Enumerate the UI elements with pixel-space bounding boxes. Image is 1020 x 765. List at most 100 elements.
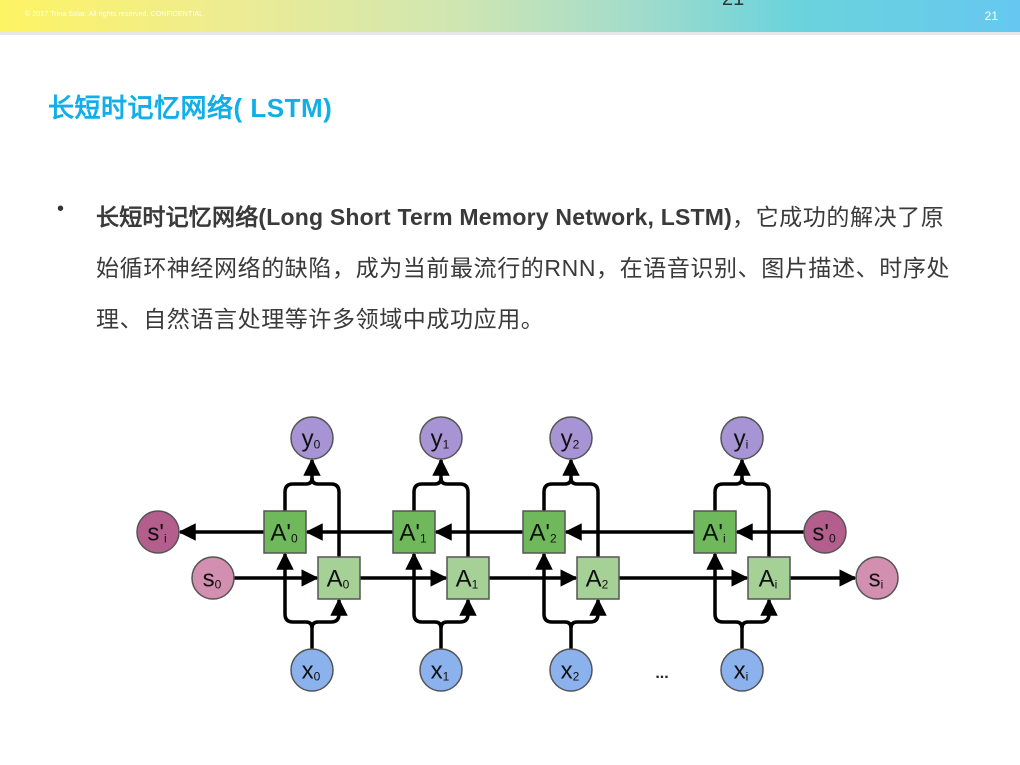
input-node-1-label: x1 xyxy=(431,657,450,684)
backward-cell-i-label-main: A' xyxy=(702,519,723,546)
slide-title: 长短时记忆网络( LSTM) xyxy=(48,93,333,123)
forward-cell-i-label-sub: i xyxy=(775,577,778,591)
output-node-i-label-main: y xyxy=(734,425,746,452)
backward-cell-2-label-sub: 2 xyxy=(550,531,557,545)
backward-cell-0-label-main: A' xyxy=(270,519,291,546)
input-node-i-label-sub: i xyxy=(746,669,749,683)
output-node-2-circle xyxy=(549,416,593,460)
input-node-i-label-main: x xyxy=(734,657,746,684)
header-bar xyxy=(0,0,1020,32)
input-node-i-label: xi xyxy=(734,657,749,684)
forward-cell-2: A2 xyxy=(576,556,620,600)
page-number-ghost: 21 xyxy=(722,0,744,11)
forward-cell-2-label-sub: 2 xyxy=(602,577,609,591)
input-node-2-label-main: x xyxy=(561,657,573,684)
forward-cell-2-label: A2 xyxy=(586,565,609,592)
forward-cell-i-label: Ai xyxy=(759,565,778,592)
backward-state-in-label: s'0 xyxy=(812,519,836,546)
backward-state-in-label-main: s' xyxy=(812,519,829,546)
input-node-2: x2 xyxy=(549,648,593,692)
header-divider xyxy=(0,32,1020,35)
backward-state-out-circle xyxy=(136,510,180,554)
output-node-0-label-sub: 0 xyxy=(314,437,321,451)
backward-state-out-label: s'i xyxy=(147,519,166,546)
input-node-i: xi xyxy=(720,648,764,692)
backward-state-out-label-sub: i xyxy=(164,531,167,545)
backward-cell-1-label-sub: 1 xyxy=(420,531,427,545)
bullet-bold-text: 长短时记忆网络(Long Short Term Memory Network, … xyxy=(96,204,732,230)
forward-cell-2-label-main: A xyxy=(586,565,602,592)
input-node-0-circle xyxy=(290,648,334,692)
input-arrow xyxy=(405,552,443,629)
backward-cell-0-label: A'0 xyxy=(270,519,298,546)
forward-cell-1-label: A1 xyxy=(456,565,479,592)
input-arrow xyxy=(535,552,573,629)
input-node-i-circle xyxy=(720,648,764,692)
backward-cell-1-rect xyxy=(392,510,436,554)
output-connector xyxy=(412,477,443,511)
backward-cell-1-label: A'1 xyxy=(399,519,427,546)
forward-cell-0-label-sub: 0 xyxy=(343,577,350,591)
forward-state-in: s0 xyxy=(191,556,235,600)
output-connector xyxy=(310,477,341,557)
bullet-dot: • xyxy=(57,198,65,220)
bullet-body-text: ，它成功的解决了原始循环神经网络的缺陷，成为当前最流行的RNN，在语音识别、图片… xyxy=(96,204,951,332)
forward-state-out-label-main: s xyxy=(869,565,881,592)
forward-state-in-label-main: s xyxy=(203,565,215,592)
forward-cell-1-label-sub: 1 xyxy=(472,577,479,591)
backward-cell-i: A'i xyxy=(693,510,737,554)
backward-state-out-label-main: s' xyxy=(147,519,164,546)
forward-state-in-label-sub: 0 xyxy=(215,577,222,591)
backward-cell-0: A'0 xyxy=(263,510,307,554)
input-node-0-label-main: x xyxy=(302,657,314,684)
backward-state-in-circle xyxy=(803,510,847,554)
output-connector xyxy=(713,477,744,511)
output-node-0-label-main: y xyxy=(302,425,314,452)
input-node-0: x0 xyxy=(290,648,334,692)
backward-cell-0-label-sub: 0 xyxy=(291,531,298,545)
forward-state-out-circle xyxy=(855,556,899,600)
forward-cell-0-rect xyxy=(317,556,361,600)
backward-cell-2: A'2 xyxy=(522,510,566,554)
input-node-1-label-main: x xyxy=(431,657,443,684)
output-node-i-circle xyxy=(720,416,764,460)
output-connector xyxy=(283,477,314,511)
forward-state-in-label: s0 xyxy=(203,565,222,592)
forward-state-out-label-sub: i xyxy=(881,577,884,591)
output-connector xyxy=(740,477,771,557)
output-node-i-label: yi xyxy=(734,425,749,452)
input-arrow xyxy=(706,552,744,629)
input-node-2-circle xyxy=(549,648,593,692)
backward-cell-1-label-main: A' xyxy=(399,519,420,546)
backward-cell-2-rect xyxy=(522,510,566,554)
forward-cell-i-rect xyxy=(747,556,791,600)
backward-cell-i-label: A'i xyxy=(702,519,725,546)
forward-cell-1-label-main: A xyxy=(456,565,472,592)
diagram-connections xyxy=(178,458,857,649)
input-node-1-label-sub: 1 xyxy=(443,669,450,683)
backward-cell-1: A'1 xyxy=(392,510,436,554)
forward-cell-i: Ai xyxy=(747,556,791,600)
forward-state-out-label: si xyxy=(869,565,884,592)
output-node-i: yi xyxy=(720,416,764,460)
input-node-2-label: x2 xyxy=(561,657,580,684)
forward-state-out: si xyxy=(855,556,899,600)
forward-cell-2-rect xyxy=(576,556,620,600)
output-node-2-label: y2 xyxy=(561,425,580,452)
ellipsis: ... xyxy=(655,665,668,682)
output-connector xyxy=(569,477,600,557)
output-node-0: y0 xyxy=(290,416,334,460)
forward-cell-0: A0 xyxy=(317,556,361,600)
forward-cell-0-label: A0 xyxy=(327,565,350,592)
output-node-0-circle xyxy=(290,416,334,460)
output-node-i-label-sub: i xyxy=(746,437,749,451)
forward-cell-1-rect xyxy=(446,556,490,600)
output-node-2-label-main: y xyxy=(561,425,573,452)
forward-cell-i-label-main: A xyxy=(759,565,775,592)
output-node-0-label: y0 xyxy=(302,425,321,452)
input-node-2-label-sub: 2 xyxy=(573,669,580,683)
input-arrow xyxy=(740,598,778,629)
output-node-1-label: y1 xyxy=(431,425,450,452)
input-arrow xyxy=(569,598,607,629)
